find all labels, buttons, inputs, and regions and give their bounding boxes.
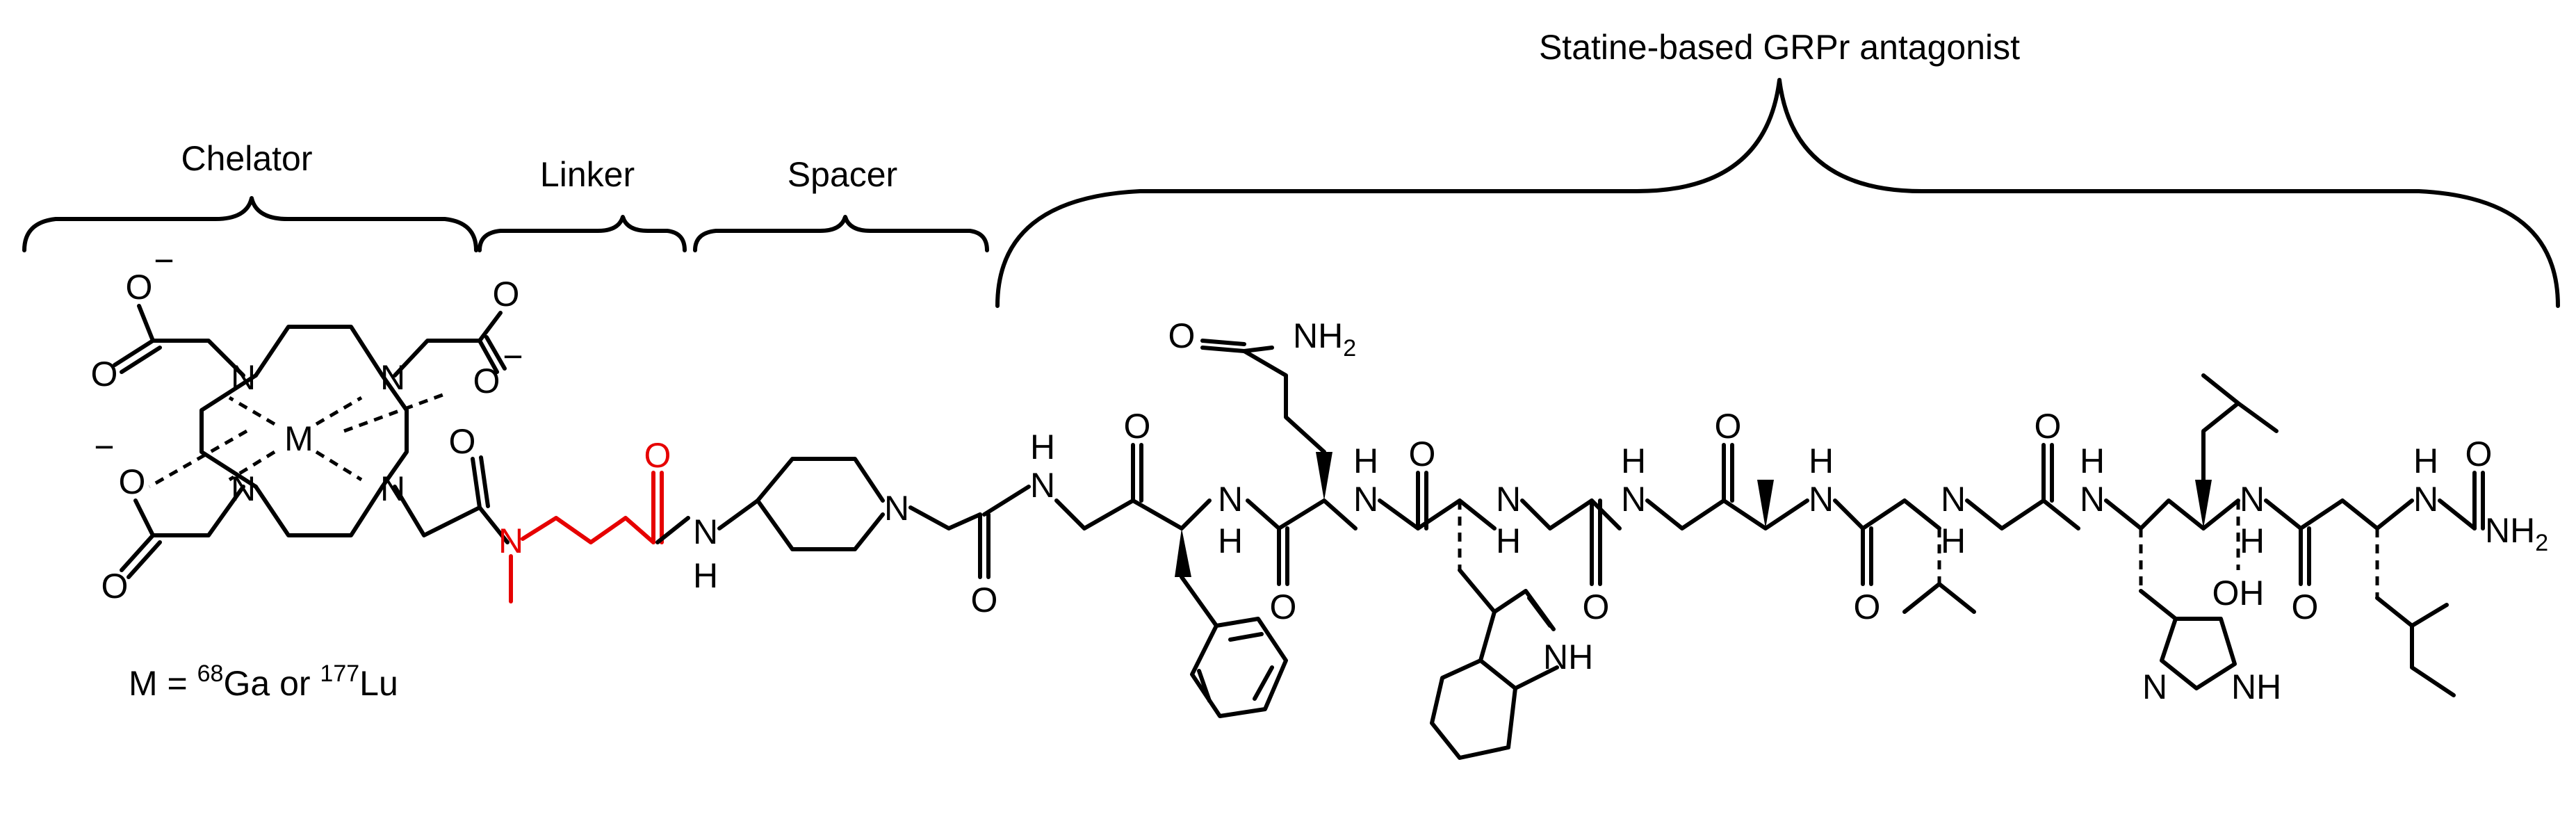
minus-charge: − xyxy=(154,241,174,280)
nh-atom: NH xyxy=(2231,667,2281,706)
h-atom: H xyxy=(1941,521,1966,560)
section-braces xyxy=(22,78,2560,308)
oh-atom: OH xyxy=(2212,574,2265,613)
o-atom: O xyxy=(2465,435,2493,473)
n-atom: N xyxy=(693,512,718,551)
o-atom: O xyxy=(449,422,476,461)
antagonist-structure: N H O N H O NH2 O N H O NH N H O N H O N… xyxy=(1030,316,2548,760)
chelator-structure: M N N N N O − O O O − O − O O xyxy=(91,241,523,606)
o-atom: O xyxy=(1715,407,1742,446)
antagonist-brace xyxy=(995,78,2560,308)
n-atom: N xyxy=(1496,480,1521,519)
linker-brace xyxy=(478,215,687,252)
n-atom: N xyxy=(380,358,405,397)
n-atom: N xyxy=(1941,480,1966,519)
o-atom-linker: O xyxy=(644,436,671,475)
linker-label: Linker xyxy=(540,155,635,194)
n-atom: N xyxy=(1621,480,1646,519)
minus-charge: − xyxy=(94,428,114,467)
o-atom: O xyxy=(1124,407,1151,446)
h-atom: H xyxy=(693,556,718,595)
o-atom: O xyxy=(101,567,129,606)
n-atom: N xyxy=(2413,480,2438,519)
n-atom: N xyxy=(1353,480,1378,519)
h-atom: H xyxy=(1353,441,1378,480)
n-atom: N xyxy=(2142,667,2167,706)
h-atom: H xyxy=(1621,441,1646,480)
spacer-structure: N H N O xyxy=(693,457,1031,619)
chelator-label: Chelator xyxy=(181,139,313,178)
o-atom: O xyxy=(2035,407,2062,446)
n-atom: N xyxy=(1218,480,1243,519)
o-atom: O xyxy=(1168,316,1196,355)
o-atom: O xyxy=(1583,587,1610,626)
h-atom: H xyxy=(1218,521,1243,560)
o-atom: O xyxy=(473,362,500,400)
n-atom: N xyxy=(231,469,256,508)
o-atom: O xyxy=(493,275,520,314)
spacer-label: Spacer xyxy=(788,155,897,194)
n-atom: N xyxy=(1809,480,1834,519)
linker-structure: N O xyxy=(498,436,690,603)
nh-atom: N xyxy=(1030,466,1055,505)
n-atom: N xyxy=(380,469,405,508)
h-atom: H xyxy=(2240,521,2265,560)
o-atom: O xyxy=(1854,587,1881,626)
o-atom: O xyxy=(1270,587,1297,626)
metal-atom: M xyxy=(284,419,313,458)
spacer-brace xyxy=(693,215,989,252)
h-atom: H xyxy=(1030,428,1055,467)
n-atom: N xyxy=(2080,480,2105,519)
o-atom: O xyxy=(1409,435,1436,473)
h-atom: H xyxy=(1496,521,1521,560)
h-atom: H xyxy=(1809,441,1834,480)
o-atom: O xyxy=(971,581,998,619)
nh2-atom: NH2 xyxy=(2485,511,2548,556)
h-atom: H xyxy=(2413,441,2438,480)
chelator-brace xyxy=(22,196,478,252)
n-atom: N xyxy=(884,489,909,528)
n-atom: N xyxy=(231,358,256,397)
nh-atom: NH xyxy=(1543,638,1593,676)
n-atom: N xyxy=(2240,480,2265,519)
nh2-atom: NH2 xyxy=(1293,316,1356,362)
o-atom: O xyxy=(126,268,153,307)
metal-note: M = 68Ga or 177Lu xyxy=(129,660,398,703)
antagonist-label: Statine-based GRPr antagonist xyxy=(1539,28,2020,67)
o-atom: O xyxy=(2292,587,2319,626)
o-atom: O xyxy=(119,462,146,501)
minus-charge: − xyxy=(503,337,523,376)
h-atom: H xyxy=(2080,441,2105,480)
n-atom-linker: N xyxy=(498,521,523,560)
o-atom: O xyxy=(91,355,118,394)
